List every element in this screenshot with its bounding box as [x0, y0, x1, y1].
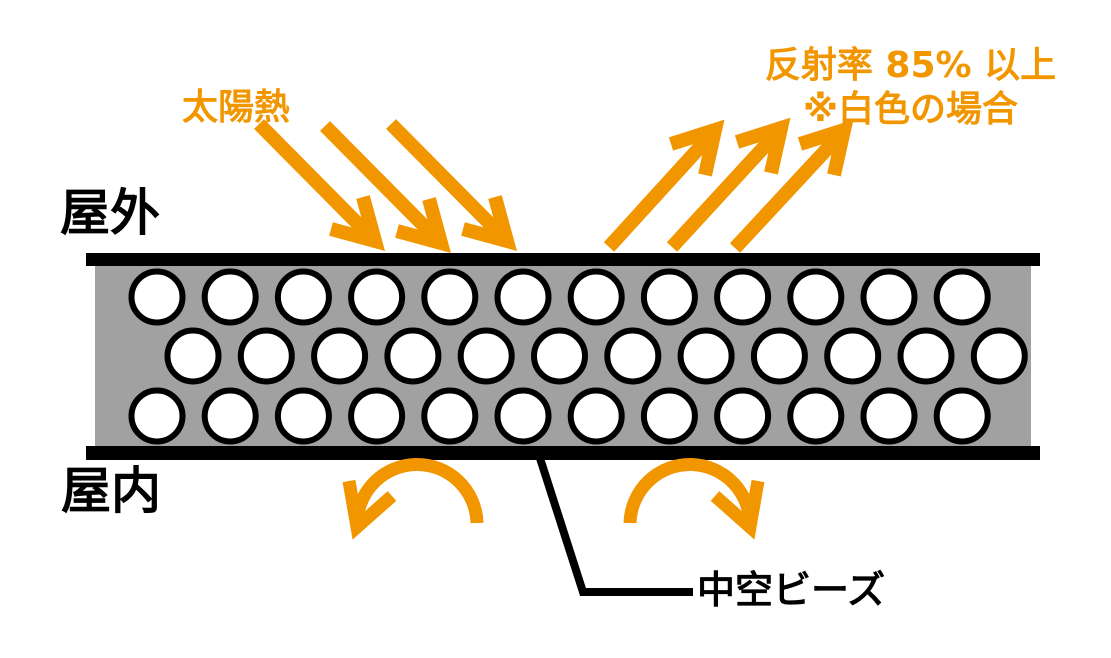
bead [933, 387, 991, 445]
convection-arrows-group [342, 458, 765, 540]
bead [274, 387, 332, 445]
indoor-label: 屋内 [61, 462, 161, 520]
bead [714, 268, 772, 326]
bead [750, 327, 808, 385]
solar-heat-label: 太陽熱 [182, 87, 291, 128]
bead [970, 327, 1028, 385]
bead [604, 327, 662, 385]
bead [128, 387, 186, 445]
bead [311, 327, 369, 385]
reflectance-line1: 反射率 85% 以上 [764, 45, 1057, 86]
bead [567, 268, 625, 326]
solar-arrow-2 [320, 121, 451, 253]
bead [201, 387, 259, 445]
bead [531, 327, 588, 385]
reflect-arrow-2 [666, 117, 791, 252]
bead [201, 268, 259, 326]
reflectance-label: 反射率 85% 以上 ※白色の場合 [758, 44, 1063, 132]
bead [421, 387, 479, 445]
bead [860, 268, 918, 326]
bead [640, 268, 698, 326]
bead [714, 387, 772, 445]
bead [824, 327, 882, 385]
hollow-beads-label: 中空ビーズ [697, 568, 886, 612]
outdoor-label: 屋外 [60, 184, 160, 242]
bead [421, 268, 479, 326]
bead [494, 387, 552, 445]
convection-arrow-left [342, 458, 484, 540]
panel-top-bar [86, 253, 1040, 266]
bead [274, 268, 332, 326]
bead [897, 327, 955, 385]
bead [348, 387, 406, 445]
reflect-arrow-3 [729, 119, 854, 253]
solar-arrow-3 [386, 119, 517, 251]
bead [677, 327, 735, 385]
solar-arrows-group [254, 119, 517, 253]
bead [787, 387, 845, 445]
beads-group [128, 268, 1028, 445]
solar-arrow-1 [254, 119, 385, 251]
reflect-arrows-group [603, 117, 854, 253]
bead [787, 268, 845, 326]
reflect-arrow-1 [603, 119, 725, 252]
bead [384, 327, 442, 385]
convection-arrow-right [623, 458, 765, 540]
bead [860, 387, 918, 445]
bead [933, 268, 991, 326]
panel-bottom-bar [86, 446, 1040, 460]
reflectance-line2: ※白色の場合 [803, 88, 1018, 130]
bead [494, 268, 552, 326]
bead [128, 268, 186, 326]
bead [457, 327, 515, 385]
bead [237, 327, 295, 385]
bead [567, 387, 625, 445]
bead [640, 387, 698, 445]
bead [164, 327, 222, 385]
beads-leader-line [534, 450, 693, 596]
bead [348, 268, 406, 326]
